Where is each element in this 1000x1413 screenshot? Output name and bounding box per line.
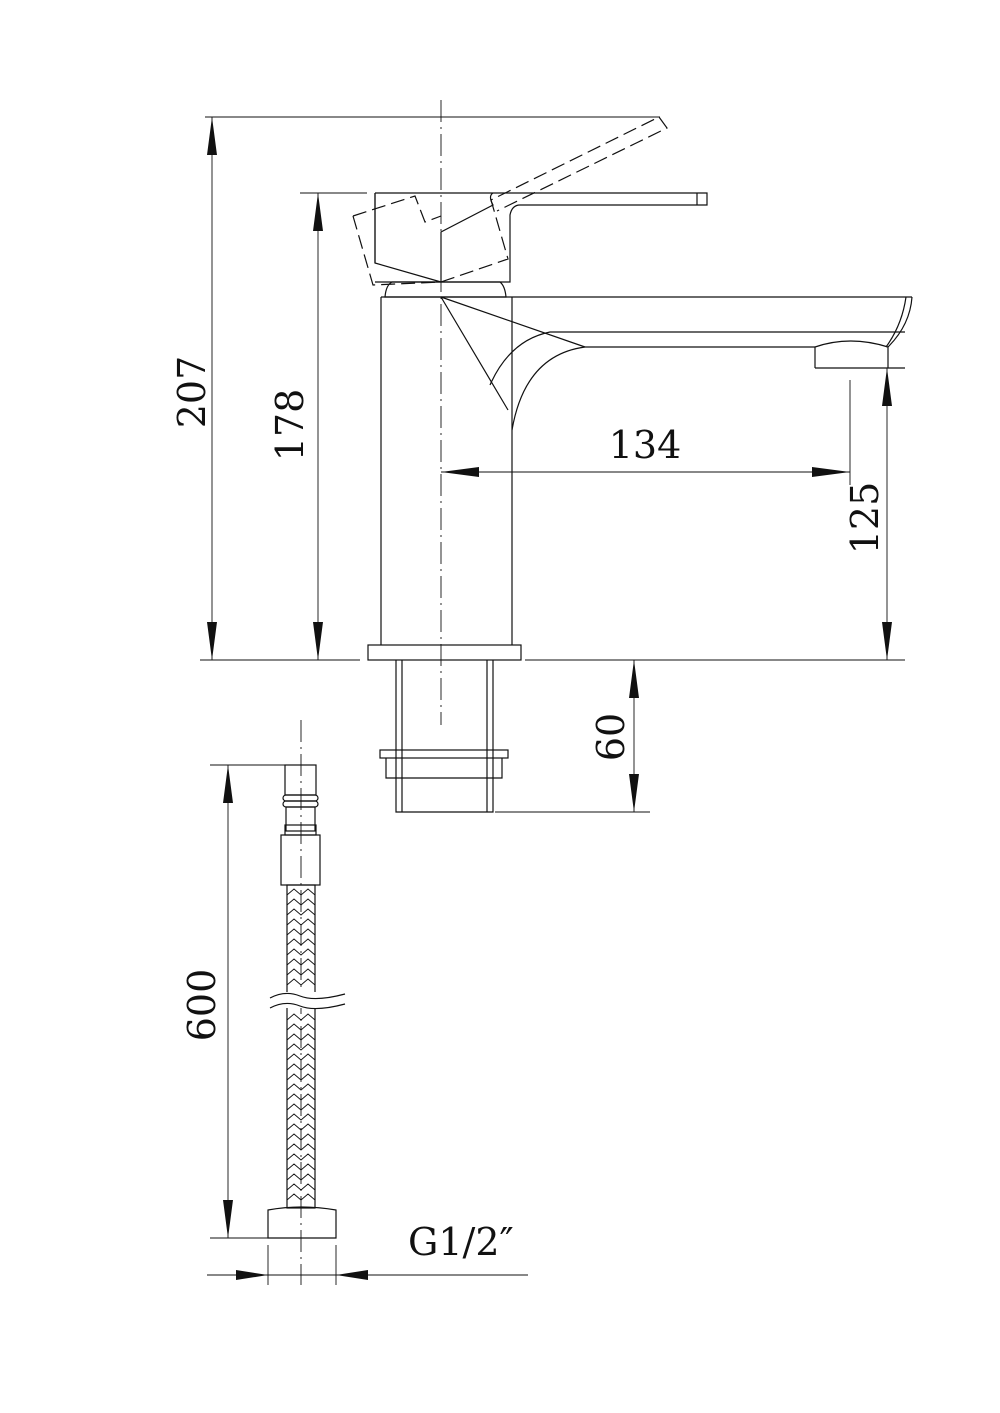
- dimension-text-600: 600: [180, 969, 224, 1042]
- dimension-thread: [207, 1270, 528, 1280]
- faucet-body: [352, 116, 913, 813]
- dimension-text-125: 125: [843, 482, 887, 555]
- dimension-text-thread: G1/2″: [408, 1220, 514, 1264]
- dimension-134: [441, 467, 850, 477]
- extension-lines: [200, 116, 905, 1285]
- supply-hose: [267, 764, 346, 1239]
- dimension-207: [207, 117, 217, 660]
- dimension-text-178: 178: [268, 389, 312, 462]
- dimension-60: [629, 660, 639, 812]
- dimension-text-207: 207: [170, 356, 214, 429]
- dimension-text-134: 134: [609, 423, 682, 467]
- dimension-178: [313, 193, 323, 660]
- dimension-text-60: 60: [589, 713, 633, 761]
- dimension-600: [223, 765, 233, 1238]
- dimension-125: [882, 368, 892, 660]
